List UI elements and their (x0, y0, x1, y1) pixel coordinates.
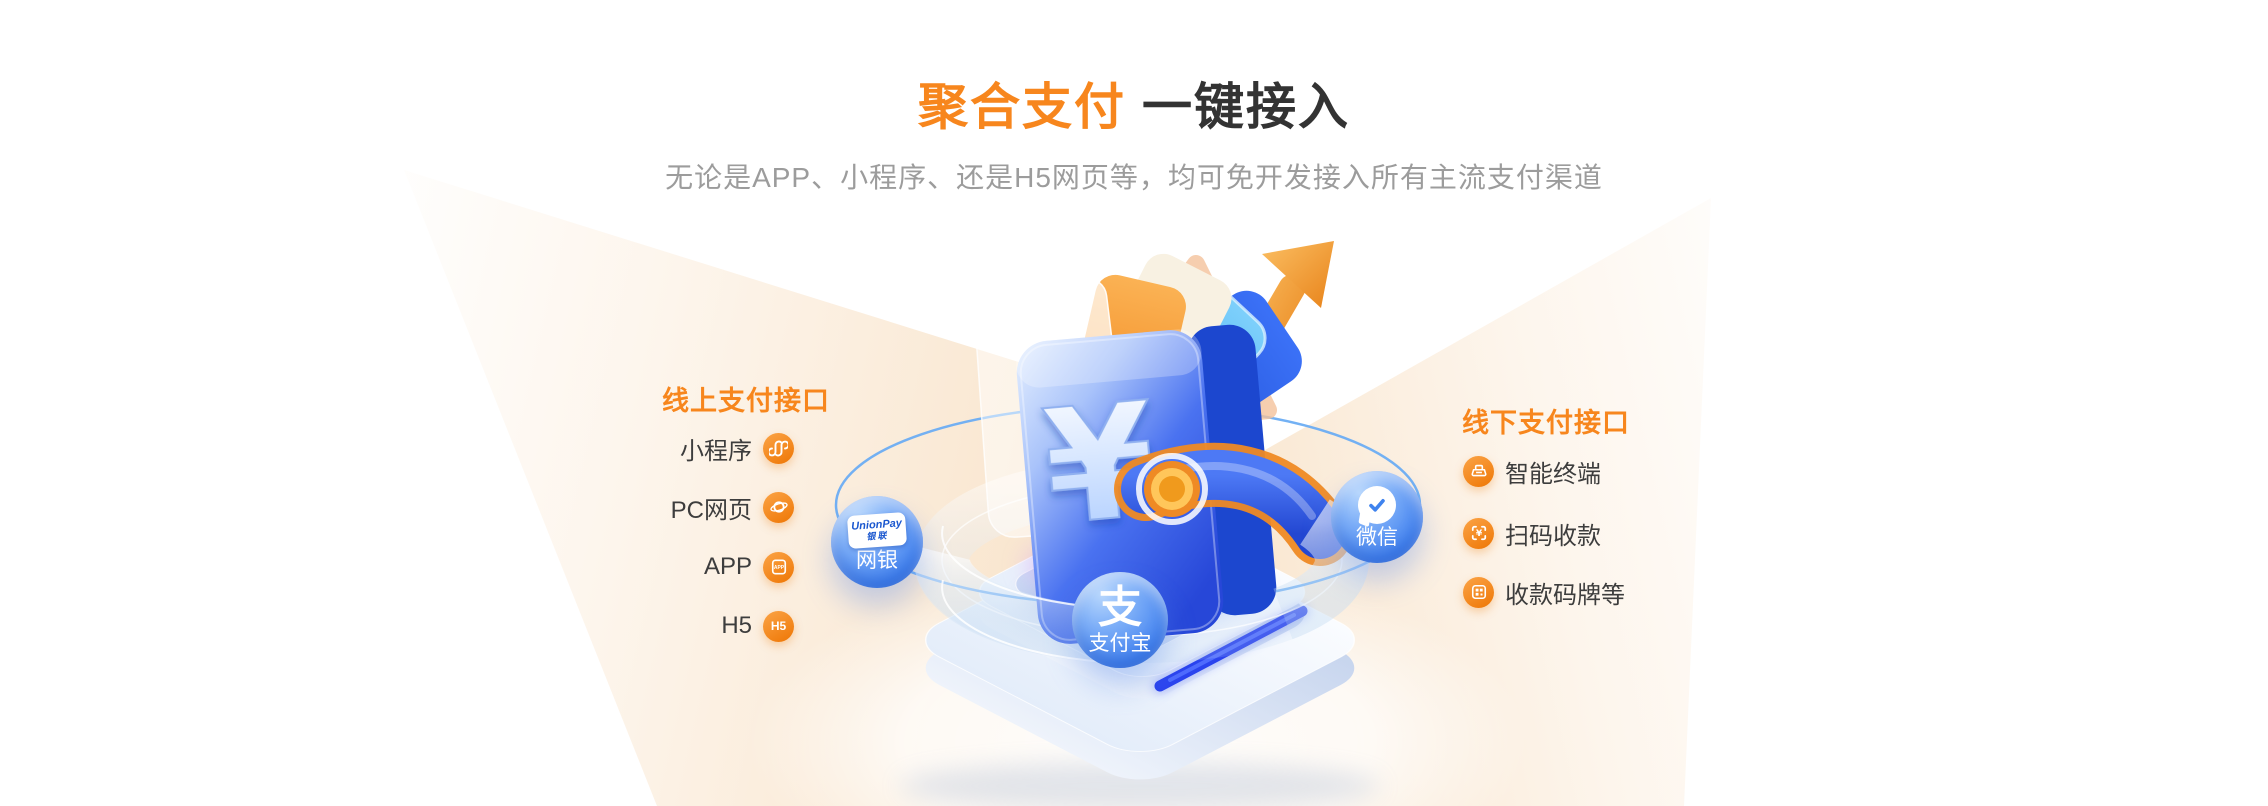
page-title-rest: 一键接入 (1142, 79, 1350, 135)
badge-label: 支付宝 (1088, 632, 1152, 655)
wallet-strap (1114, 442, 1352, 566)
badge-label: 网银 (856, 548, 898, 572)
app-icon-text: APP (773, 565, 784, 571)
list-item-label: PC网页 (670, 496, 752, 524)
list-item-scan-pay: ¥ 扫码收款 (1463, 517, 1601, 550)
offline-group-title: 线下支付接口 (1462, 408, 1630, 438)
h5-icon: H5 (763, 610, 794, 642)
list-item-label: APP (703, 553, 752, 580)
badge-wechat: 微信 (1331, 471, 1423, 563)
ground-shadow (900, 762, 1380, 806)
alipay-icon: 支 (1098, 583, 1142, 632)
h5-icon-text: H5 (770, 619, 787, 633)
badge-alipay: 支 支付宝 (1072, 572, 1168, 668)
strap-button (1136, 453, 1208, 525)
pc-web-icon (763, 491, 794, 523)
list-item-label: 收款码牌等 (1505, 581, 1625, 609)
online-group-title: 线上支付接口 (662, 386, 830, 416)
list-item-label: 扫码收款 (1505, 522, 1601, 550)
scan-pay-icon: ¥ (1463, 517, 1494, 549)
list-item-pc-web: PC网页 (670, 491, 794, 524)
page-subtitle: 无论是APP、小程序、还是H5网页等，均可免开发接入所有主流支付渠道 (665, 162, 1603, 193)
pos-terminal-icon (1463, 455, 1494, 487)
list-item-label: 小程序 (680, 437, 752, 465)
miniprogram-icon (763, 432, 794, 464)
list-item-label: H5 (721, 612, 752, 639)
list-item-h5: H5 H5 (721, 610, 794, 642)
scan-pay-icon-text: ¥ (1475, 528, 1482, 539)
qr-plate-icon (1463, 576, 1494, 608)
unionpay-logo-cn: 银联 (866, 529, 889, 542)
list-item-miniprogram: 小程序 (680, 432, 794, 465)
page-title: 聚合支付一键接入 (0, 80, 2268, 135)
badge-unionpay-netbank: UnionPay 银联 网银 (831, 496, 923, 588)
wechat-icon (1358, 486, 1396, 524)
badge-label: 微信 (1356, 526, 1398, 549)
list-item-smart-terminal: 智能终端 (1463, 455, 1601, 488)
app-icon: APP (763, 551, 794, 583)
list-item-qr-plate: 收款码牌等 (1463, 576, 1625, 609)
list-item-app: APP APP (704, 551, 794, 583)
page-title-highlight: 聚合支付 (918, 79, 1126, 135)
unionpay-logo: UnionPay 银联 (846, 511, 908, 549)
list-item-label: 智能终端 (1505, 460, 1601, 488)
